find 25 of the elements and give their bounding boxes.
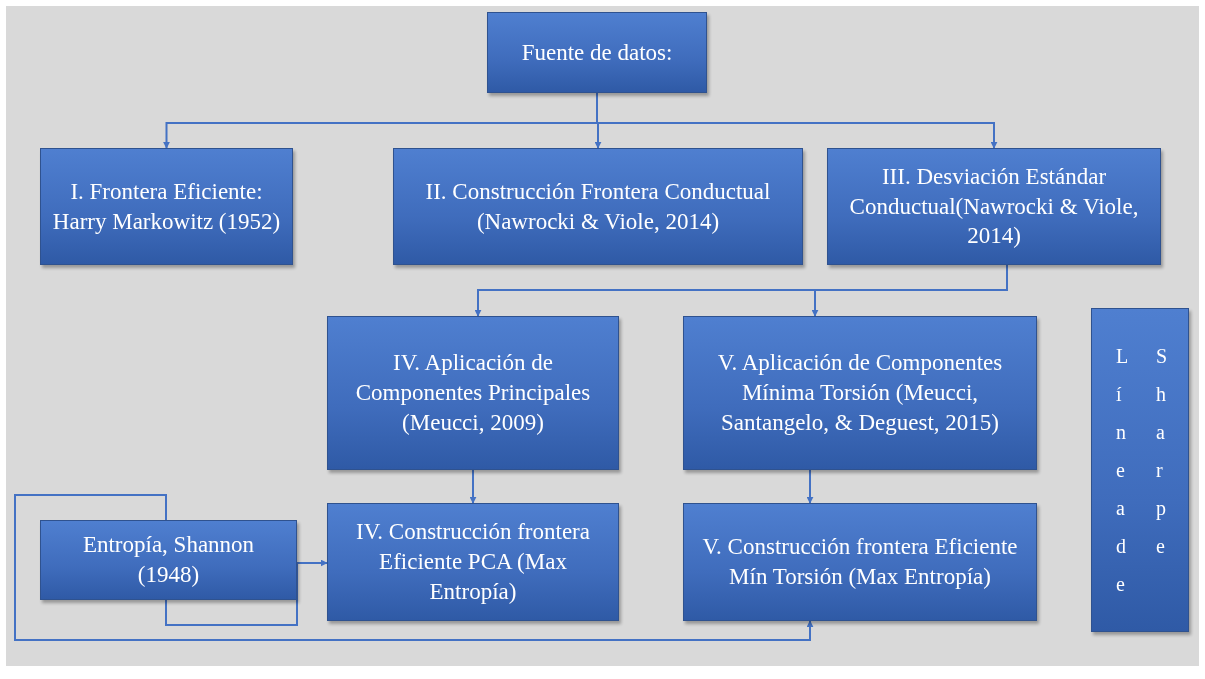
box-label: IV. Aplicación de Componentes Principales (Meucci, 2009) bbox=[354, 349, 592, 437]
box-label: II. Construcción Frontera Conductual (Nawrocki & Viole, 2014) bbox=[424, 177, 772, 236]
process-box bbox=[40, 520, 297, 600]
box-label: V. Aplicación de Componentes Mínima Torsión (Meucci, Santangelo, & Deguest, 2015) bbox=[716, 349, 1004, 437]
process-box bbox=[683, 316, 1037, 470]
arrow bbox=[811, 264, 1008, 317]
process-box bbox=[487, 12, 707, 93]
process-box bbox=[1091, 308, 1189, 632]
box-label: V. Construcción frontera Eficiente Mín Torsión (Max Entropía) bbox=[701, 533, 1019, 591]
process-box bbox=[327, 503, 619, 621]
process-box bbox=[393, 148, 803, 265]
box-label: III. Desviación Estándar Conductual(Nawrocki & Viole, 2014) bbox=[848, 162, 1140, 251]
box-label: I. Frontera Eficiente: Harry Markowitz (1952) bbox=[51, 177, 282, 236]
process-box bbox=[683, 503, 1037, 621]
box-label: Entropía, Shannon (1948) bbox=[81, 531, 256, 589]
arrow bbox=[14, 494, 814, 641]
box-label: IV. Construcción frontera Eficiente PCA (Max Entropía) bbox=[355, 518, 591, 606]
process-box bbox=[40, 148, 293, 265]
box-label: Línea de Sharpe bbox=[1116, 344, 1164, 597]
process-box bbox=[827, 148, 1161, 265]
arrow bbox=[806, 469, 814, 504]
arrow bbox=[469, 469, 477, 504]
arrow bbox=[165, 559, 328, 626]
box-label: Fuente de datos: bbox=[521, 38, 673, 67]
process-box bbox=[327, 316, 619, 470]
